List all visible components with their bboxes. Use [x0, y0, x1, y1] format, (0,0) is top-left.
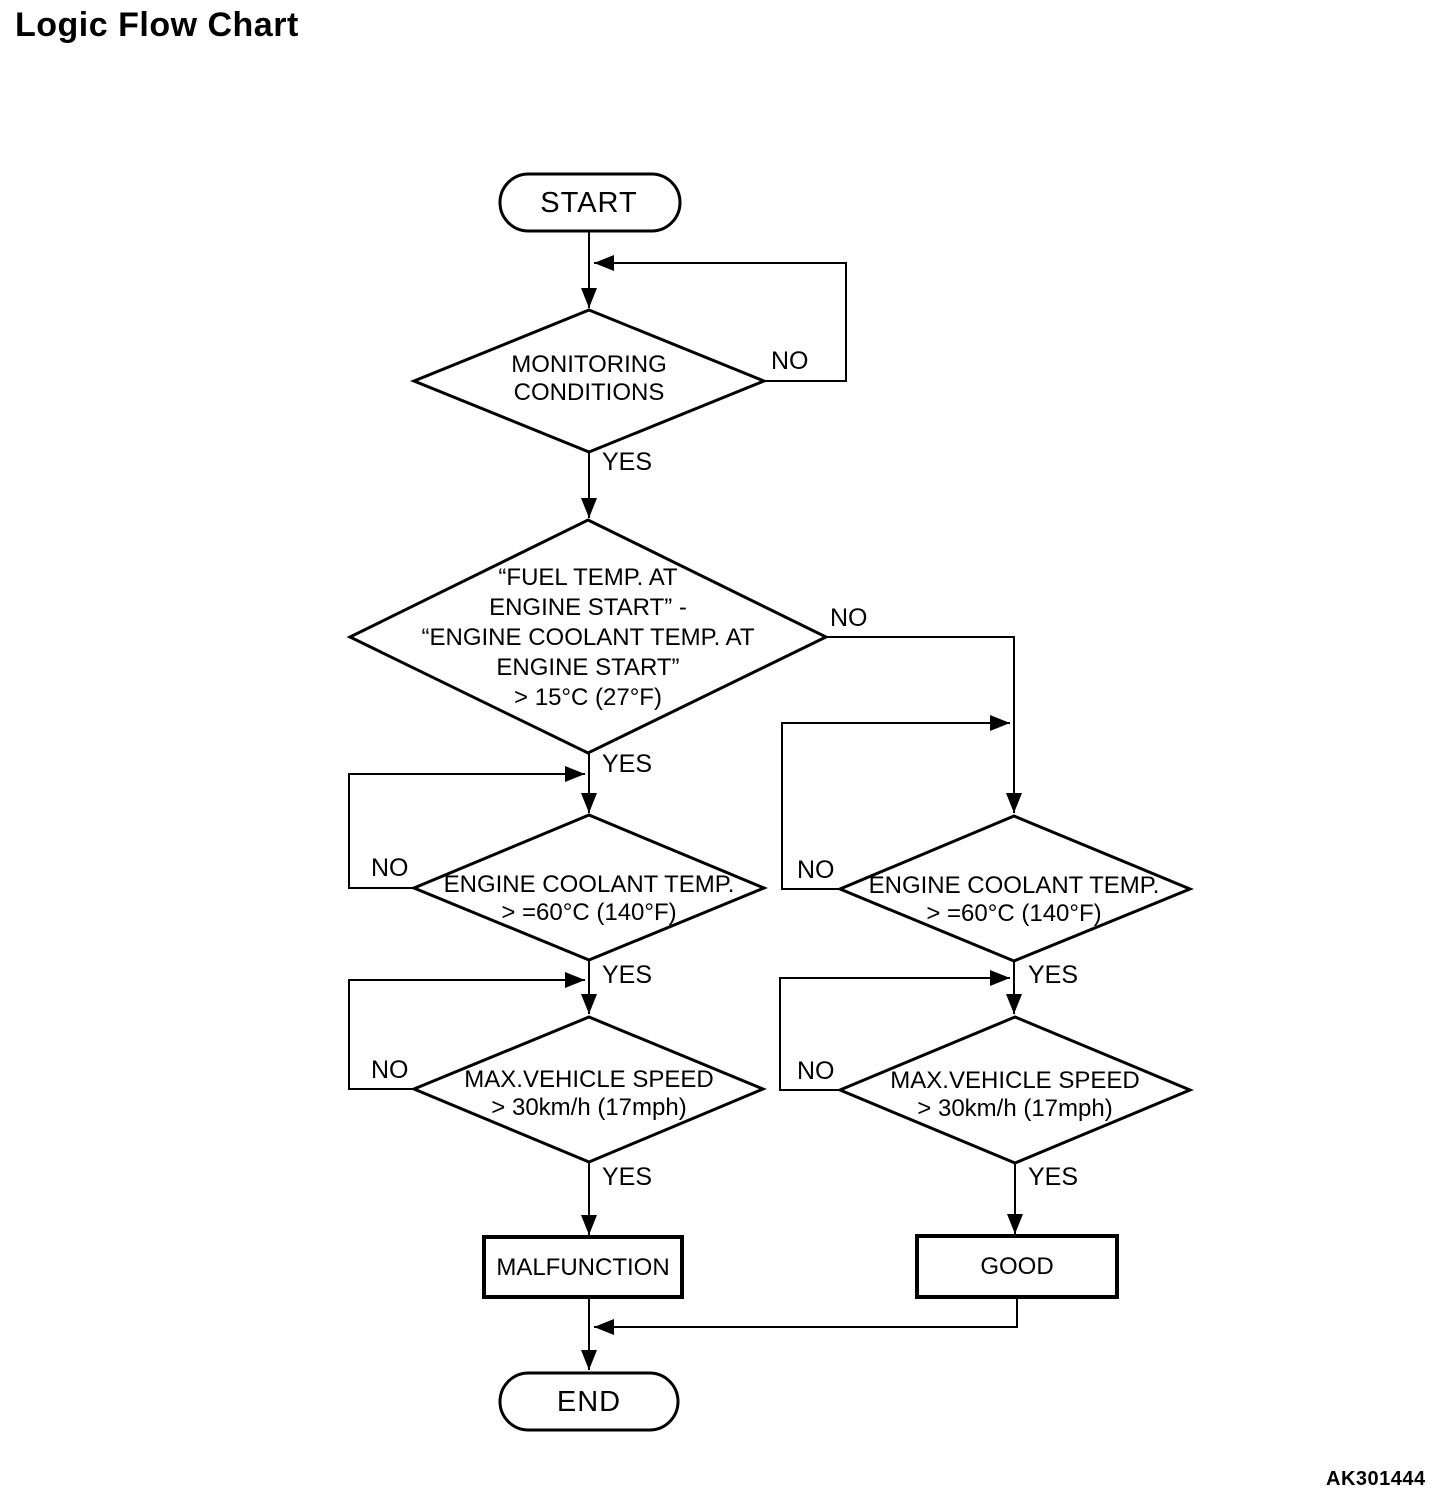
text-line: > =60°C (140°F) [926, 900, 1102, 927]
text-line: ENGINE START” [496, 654, 680, 681]
end-label: END [556, 1386, 622, 1418]
edge-speed-right-no-loop [779, 970, 1010, 1091]
text-line: > 30km/h (17mph) [491, 1094, 687, 1121]
page-title: Logic Flow Chart [15, 6, 299, 44]
monitoring-decision-shape [410, 308, 768, 454]
speed-left-decision-shape [410, 1015, 767, 1164]
speed-right-decision-label: MAX.VEHICLE SPEED > 30km/h (17mph) [890, 1067, 1139, 1123]
edge-label-coolant-left-yes: YES [602, 961, 653, 989]
edge-monitoring-no-loop [594, 255, 847, 382]
end-node-shape [498, 1371, 680, 1432]
text-line: > =60°C (140°F) [501, 899, 677, 926]
malfunction-node-shape [482, 1235, 684, 1299]
edge-good-to-merge [594, 1297, 1018, 1335]
coolant-left-decision-shape [410, 813, 768, 962]
speed-right-decision-shape [836, 1015, 1194, 1165]
text-line: “FUEL TEMP. AT [498, 564, 678, 591]
edge-label-speed-left-no: NO [371, 1056, 409, 1084]
edge-coolant-left-no-loop [348, 766, 585, 889]
good-label: GOOD [980, 1253, 1054, 1280]
text-line: > 15°C (27°F) [514, 684, 662, 711]
good-node-shape [915, 1234, 1119, 1299]
fuel-temp-delta-decision-shape [346, 518, 830, 755]
start-node-shape [498, 172, 682, 233]
edge-label-delta-yes: YES [602, 750, 653, 778]
edge-label-speed-left-yes: YES [602, 1163, 653, 1191]
edge-speed-left-no-loop [348, 972, 585, 1090]
edge-label-speed-right-yes: YES [1028, 1163, 1079, 1191]
text-line: “ENGINE COOLANT TEMP. AT [421, 624, 755, 651]
edge-delta-no [826, 636, 1022, 813]
malfunction-label: MALFUNCTION [496, 1254, 670, 1281]
coolant-right-decision-shape [836, 814, 1194, 963]
monitoring-decision-label: MONITORING CONDITIONS [511, 351, 667, 407]
text-line: ENGINE START” - [489, 594, 687, 621]
text-line: ENGINE COOLANT TEMP. [443, 871, 735, 898]
coolant-right-decision-label: ENGINE COOLANT TEMP. > =60°C (140°F) [869, 872, 1160, 928]
edge-label-speed-right-no: NO [797, 1057, 835, 1085]
fuel-temp-delta-decision-label: “FUEL TEMP. AT ENGINE START” - “ENGINE C… [422, 563, 755, 713]
edge-label-coolant-right-no: NO [797, 856, 835, 884]
start-label: START [540, 187, 638, 219]
text-line: ENGINE COOLANT TEMP. [868, 872, 1160, 899]
edge-label-coolant-left-no: NO [371, 854, 409, 882]
text-line: MAX.VEHICLE SPEED [890, 1067, 1140, 1094]
text-line: MONITORING [511, 351, 667, 378]
edge-label-delta-no: NO [830, 604, 868, 632]
edge-label-monitoring-no: NO [771, 347, 809, 375]
edge-label-monitoring-yes: YES [602, 448, 653, 476]
coolant-left-decision-label: ENGINE COOLANT TEMP. > =60°C (140°F) [444, 871, 735, 927]
edge-coolant-right-no-loop [781, 715, 1010, 890]
figure-code: AK301444 [1326, 1468, 1426, 1490]
text-line: > 30km/h (17mph) [917, 1095, 1113, 1122]
text-line: MAX.VEHICLE SPEED [464, 1066, 714, 1093]
text-line: CONDITIONS [513, 379, 665, 406]
edge-label-coolant-right-yes: YES [1028, 961, 1079, 989]
speed-left-decision-label: MAX.VEHICLE SPEED > 30km/h (17mph) [464, 1066, 713, 1122]
